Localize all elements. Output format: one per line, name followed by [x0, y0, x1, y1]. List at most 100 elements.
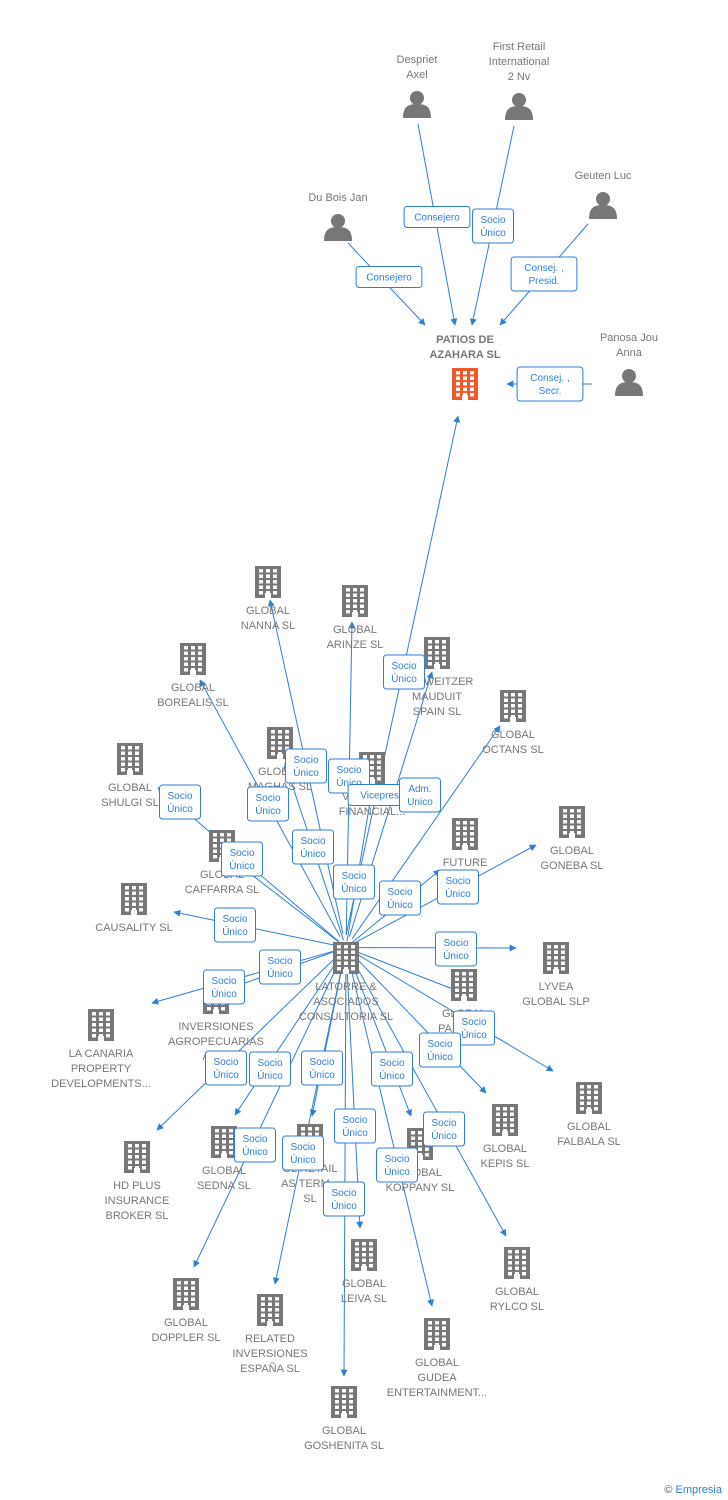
edge-label-text: Único [267, 967, 293, 980]
node-geuten[interactable]: Geuten Luc [575, 170, 632, 219]
node-label-lyvea-line-1: GLOBAL SLP [522, 996, 589, 1008]
copyright-symbol: © [664, 1484, 673, 1496]
node-label-koppany-line-1: KOPPANY SL [386, 1182, 455, 1194]
person-icon [615, 369, 643, 396]
node-caffarra[interactable]: GLOBALCAFFARRA SL [185, 830, 260, 896]
building-icon [255, 566, 281, 598]
node-lacanaria[interactable]: LA CANARIAPROPERTYDEVELOPMENTS... [51, 1009, 151, 1090]
node-label-doppler-line-0: GLOBAL [164, 1317, 208, 1329]
node-label-inversiones-line-0: INVERSIONES [178, 1021, 253, 1033]
edge-label-text: Único [242, 1145, 268, 1158]
edge-label-dubois-to-patios[interactable]: Consejero [355, 266, 423, 288]
node-label-ventures-line-1: FINANCIAL... [339, 806, 406, 818]
edge-label-text: Único [427, 1050, 453, 1063]
building-icon [559, 806, 585, 838]
node-label-rylco-line-0: GLOBAL [495, 1286, 539, 1298]
edge-label-geuten-to-patios[interactable]: Consej. ,Presid. [510, 256, 578, 292]
building-icon [492, 1104, 518, 1136]
node-gudea[interactable]: GLOBALGUDEAENTERTAINMENT... [387, 1318, 487, 1399]
edge-label-latorre-to-octans[interactable]: Adm.Unico [399, 777, 441, 813]
edge-label-text: Presid. [528, 276, 559, 287]
node-label-lacanaria-line-2: DEVELOPMENTS... [51, 1078, 151, 1090]
node-label-goneba-line-0: GLOBAL [550, 845, 594, 857]
node-label-gudea-line-2: ENTERTAINMENT... [387, 1387, 487, 1399]
edge-label-text: Único [229, 859, 255, 872]
edge-label-text: Socio [384, 1154, 409, 1165]
person-icon [589, 192, 617, 219]
node-label-sedna-line-1: SEDNA SL [197, 1180, 251, 1192]
node-label-related-line-2: ESPAÑA SL [240, 1362, 300, 1375]
edge-label-text: Vicepres. [360, 791, 402, 802]
building-icon [257, 1294, 283, 1326]
node-causality[interactable]: CAUSALITY SL [95, 883, 173, 934]
node-dubois[interactable]: Du Bois Jan [308, 192, 368, 241]
node-label-sedna-line-0: GLOBAL [202, 1165, 246, 1177]
edge-label-text: Socio [379, 1058, 404, 1069]
edge-latorre-to-sedna [234, 954, 342, 1116]
edge-label-text: Socio [480, 215, 505, 226]
person-icon [324, 214, 352, 241]
building-icon [500, 690, 526, 722]
building-icon [173, 1278, 199, 1310]
footer-brand[interactable]: © Empresia [664, 1484, 722, 1496]
edge-label-text: Único [222, 925, 248, 938]
edge-latorre-to-koppany [348, 954, 412, 1117]
edge-label-text: Socio [293, 755, 318, 766]
node-label-latorre-line-0: LATORRE & [315, 981, 377, 993]
edge-label-text: Socio [290, 1142, 315, 1153]
node-sedna[interactable]: GLOBAL SEDNA SL [197, 1126, 251, 1192]
edge-latorre-to-doppler [193, 960, 341, 1268]
node-rylco[interactable]: GLOBAL RYLCO SL [490, 1247, 544, 1313]
node-label-rylco-line-1: RYLCO SL [490, 1301, 544, 1313]
node-label-gudea-line-1: GUDEA [417, 1372, 457, 1384]
node-label-goshenita-line-0: GLOBAL [322, 1425, 366, 1437]
edge-label-panosa-to-patios[interactable]: Consej. ,Secr. [516, 366, 584, 402]
edge-label-despriet-to-patios[interactable]: Consejero [403, 206, 471, 228]
